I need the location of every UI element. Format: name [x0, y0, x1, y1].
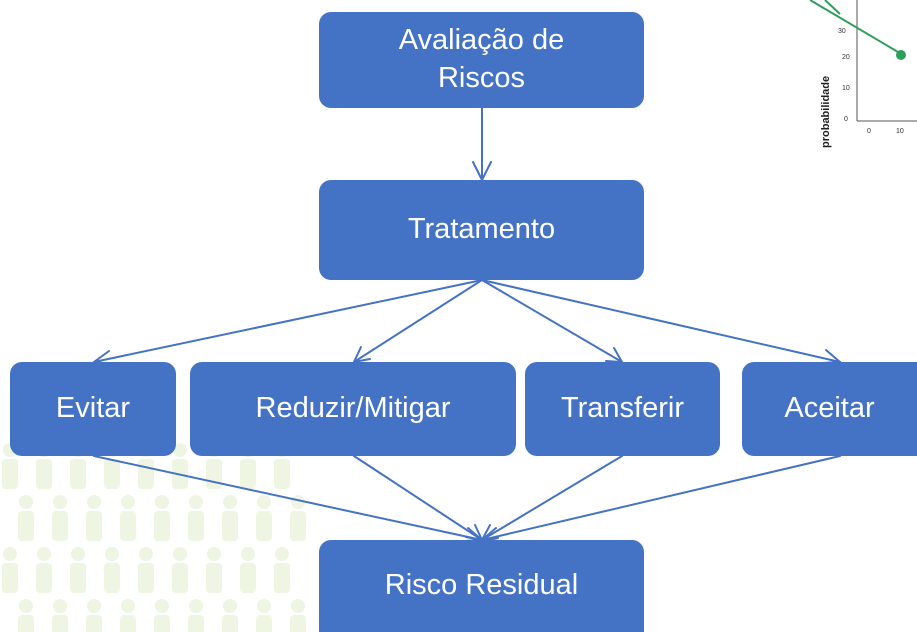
person-head-shape [155, 495, 169, 509]
person-body-shape [2, 459, 18, 489]
person-body-shape [104, 563, 120, 593]
person-body-shape [154, 615, 170, 632]
person-body-shape [240, 563, 256, 593]
arrow-aceitar-residual [481, 455, 841, 541]
node-reduzir-mitigar: Reduzir/Mitigar [190, 362, 516, 456]
person-head-shape [71, 547, 85, 561]
person-head-shape [241, 547, 255, 561]
arrow-reduzir-residual [353, 455, 483, 541]
node-evitar: Evitar [10, 362, 176, 456]
person-head-shape [105, 547, 119, 561]
person-body-shape [206, 563, 222, 593]
person-body-shape [154, 511, 170, 541]
person-body-shape [188, 511, 204, 541]
person-head-shape [155, 599, 169, 613]
person-body-shape [36, 563, 52, 593]
inset-trend-line-1 [809, 0, 899, 53]
person-head-shape [223, 495, 237, 509]
inset-xtick-0: 0 [867, 128, 871, 135]
inset-ytick-10: 10 [842, 85, 850, 92]
inset-ytick-30: 30 [838, 28, 846, 35]
inset-data-point [896, 50, 906, 60]
person-body-shape [274, 459, 290, 489]
person-body-shape [256, 511, 272, 541]
person-head-shape [207, 547, 221, 561]
person-body-shape [172, 563, 188, 593]
person-head-shape [291, 599, 305, 613]
person-body-shape [70, 459, 86, 489]
node-aceitar-label: Aceitar [784, 392, 875, 425]
person-head-shape [19, 599, 33, 613]
node-reduzir-label: Reduzir/Mitigar [255, 392, 451, 425]
person-body-shape [70, 563, 86, 593]
arrow-evitar-residual [93, 455, 483, 541]
node-tratamento: Tratamento [319, 180, 644, 280]
inset-ylabel: probabilidade [820, 76, 832, 148]
person-body-shape [2, 563, 18, 593]
person-body-shape [222, 615, 238, 632]
node-evitar-label: Evitar [55, 392, 131, 425]
node-avaliacao-de-riscos: Avaliação de Riscos [319, 12, 644, 108]
person-head-shape [139, 547, 153, 561]
person-body-shape [120, 511, 136, 541]
person-body-shape [18, 615, 34, 632]
arrow-tratamento-aceitar [481, 279, 841, 363]
person-head-shape [121, 599, 135, 613]
inset-trend-line-2 [824, 0, 841, 15]
person-body-shape [290, 511, 306, 541]
node-transferir-label: Transferir [561, 392, 684, 425]
person-head-shape [189, 495, 203, 509]
person-body-shape [256, 615, 272, 632]
person-body-shape [290, 615, 306, 632]
person-body-shape [52, 615, 68, 632]
person-body-shape [188, 615, 204, 632]
person-head-shape [257, 495, 271, 509]
person-body-shape [240, 459, 256, 489]
node-avaliacao-label: Avaliação de Riscos [398, 24, 565, 94]
arrow-tratamento-transferir [481, 279, 623, 363]
person-body-shape [120, 615, 136, 632]
node-residual-label: Risco Residual [384, 569, 579, 602]
person-head-shape [275, 547, 289, 561]
person-head-shape [173, 547, 187, 561]
node-transferir: Transferir [525, 362, 720, 456]
person-body-shape [86, 615, 102, 632]
arrow-tratamento-reduzir [353, 279, 483, 363]
arrow-tratamento-evitar [93, 279, 483, 363]
person-head-shape [257, 599, 271, 613]
person-body-shape [36, 459, 52, 489]
inset-xtick-10: 10 [896, 128, 904, 135]
person-body-shape [138, 563, 154, 593]
person-head-shape [189, 599, 203, 613]
person-head-shape [37, 547, 51, 561]
inset-ytick-20: 20 [842, 54, 850, 61]
person-body-shape [222, 511, 238, 541]
person-body-shape [274, 563, 290, 593]
arrow-transferir-residual [481, 455, 623, 541]
person-head-shape [53, 599, 67, 613]
person-body-shape [104, 459, 120, 489]
node-risco-residual: Risco Residual [319, 540, 644, 632]
person-head-shape [87, 495, 101, 509]
person-head-shape [3, 547, 17, 561]
person-head-shape [121, 495, 135, 509]
person-head-shape [173, 443, 187, 457]
person-body-shape [86, 511, 102, 541]
person-head-shape [53, 495, 67, 509]
inset-chart: probabilidade 30 20 10 0 0 10 [809, 0, 917, 148]
node-tratamento-label: Tratamento [407, 213, 556, 246]
inset-ytick-0: 0 [844, 116, 848, 123]
node-aceitar: Aceitar [742, 362, 917, 456]
person-body-shape [52, 511, 68, 541]
person-head-shape [19, 495, 33, 509]
person-head-shape [223, 599, 237, 613]
person-head-shape [87, 599, 101, 613]
person-body-shape [18, 511, 34, 541]
